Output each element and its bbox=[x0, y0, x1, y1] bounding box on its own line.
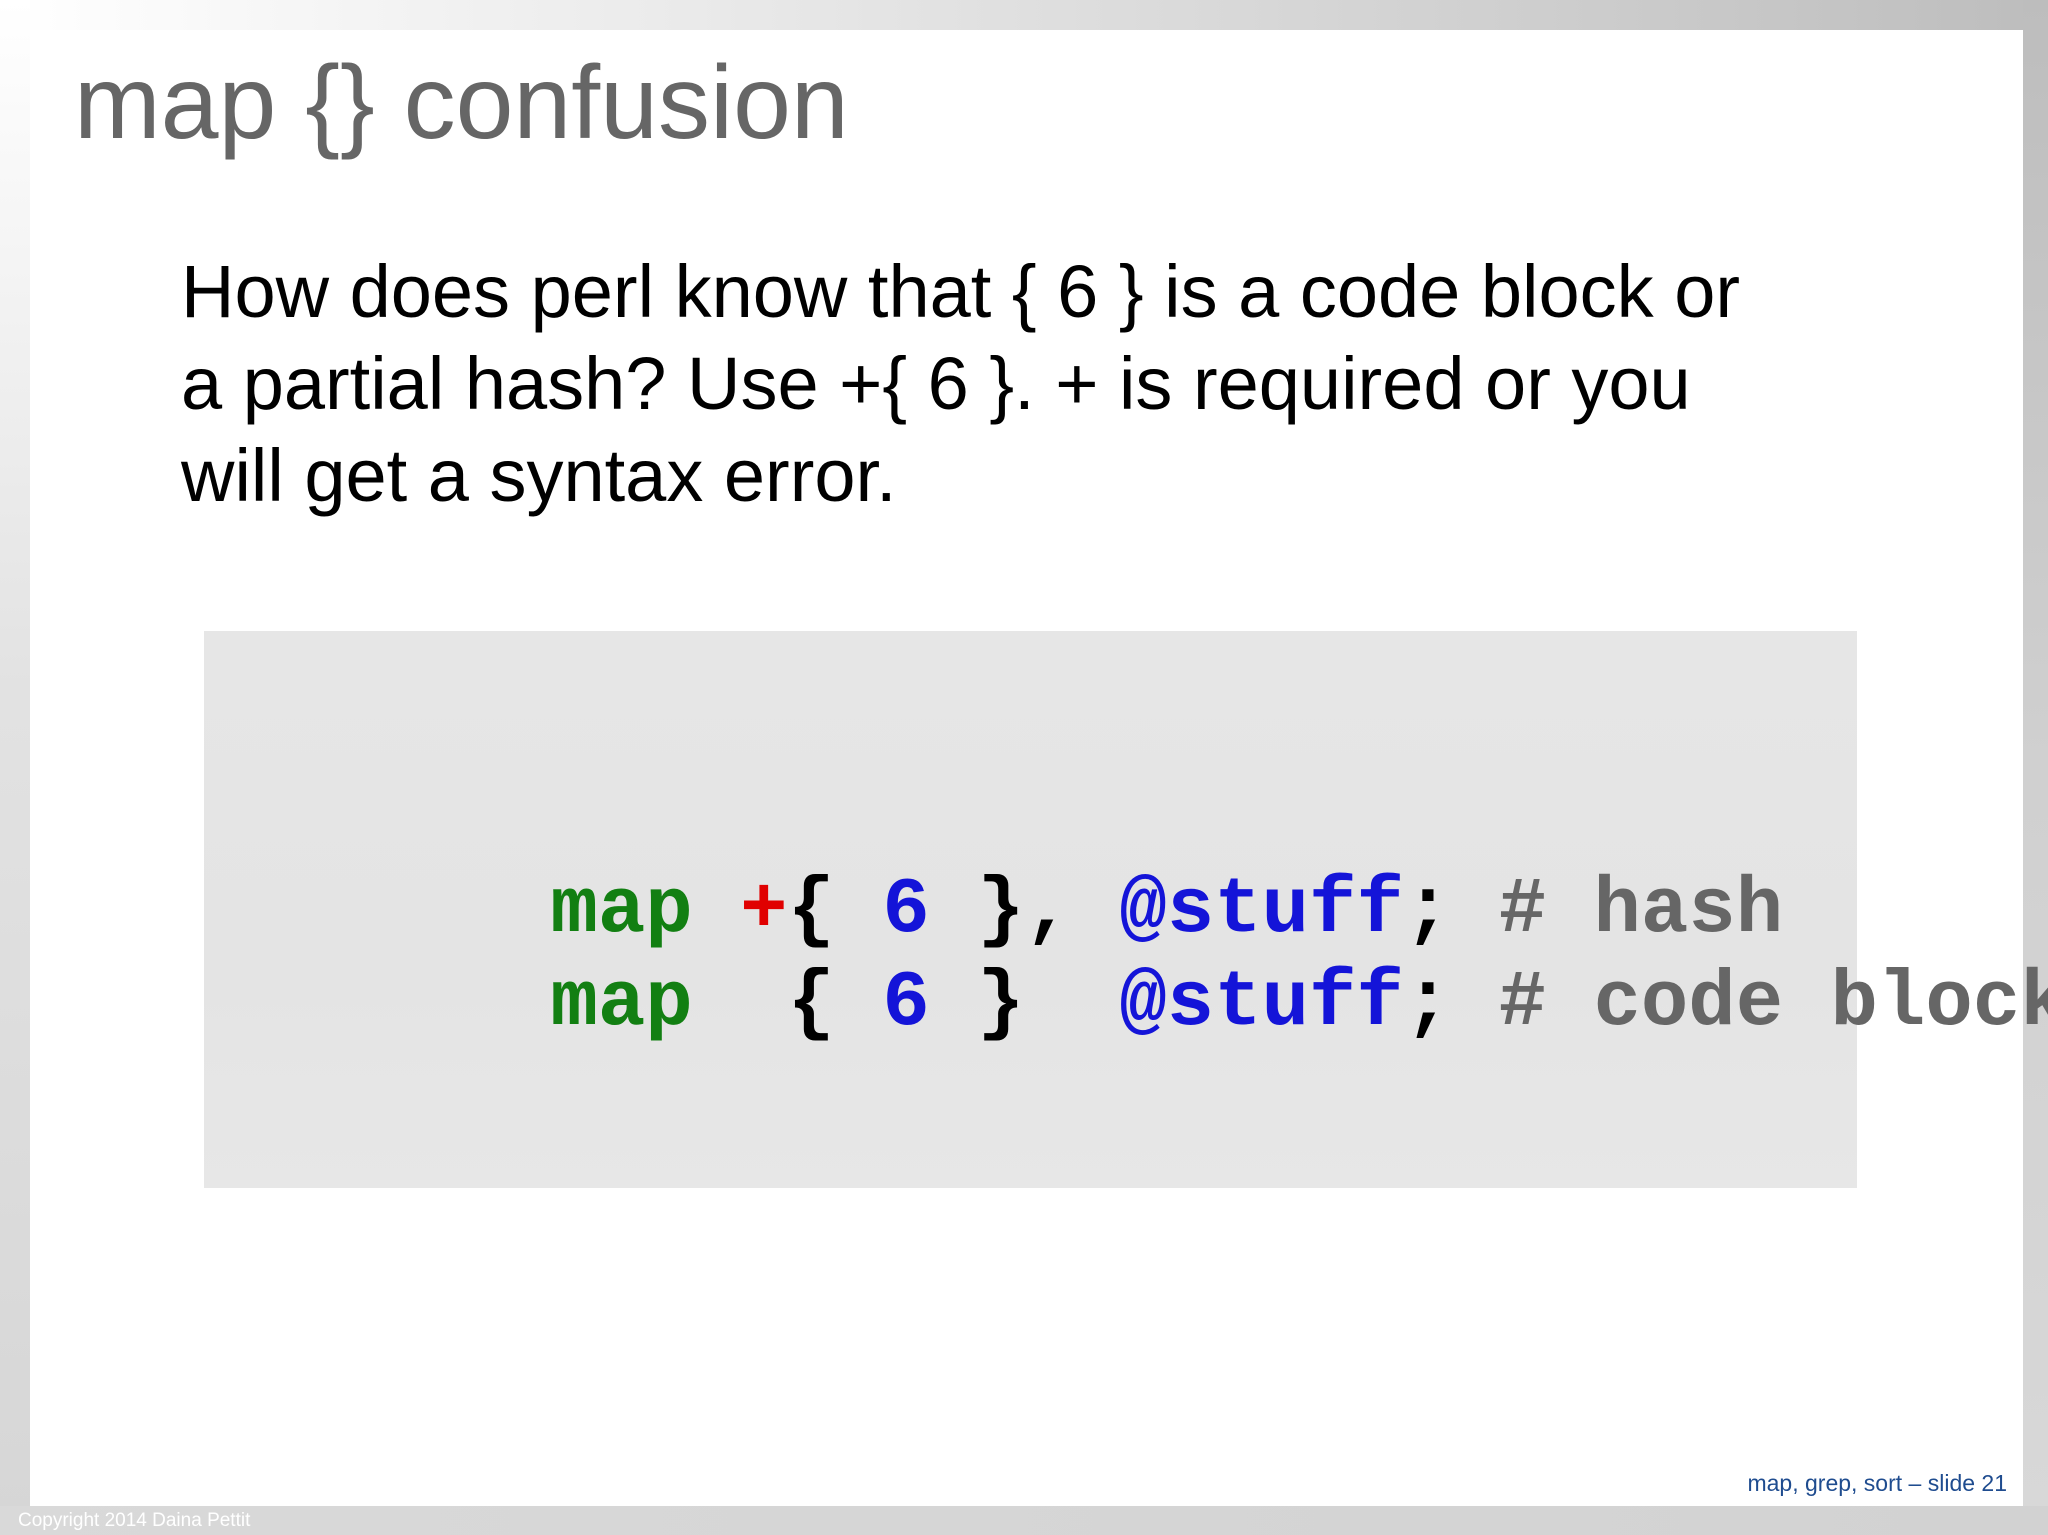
code-token: 6 bbox=[882, 958, 930, 1048]
code-token: @stuff bbox=[1119, 865, 1404, 955]
code-token: @stuff bbox=[1119, 958, 1404, 1048]
code-token: + bbox=[740, 865, 788, 955]
code-block: map +{ 6 }, @stuff; # hash map { 6 } @st… bbox=[204, 631, 2048, 1188]
slide-frame-right bbox=[2023, 0, 2048, 1535]
code-token: 6 bbox=[882, 865, 930, 955]
slide-title: map {} confusion bbox=[74, 45, 849, 161]
code-token: { bbox=[787, 865, 883, 955]
body-line-2: a partial hash? Use +{ 6 }. + is require… bbox=[181, 342, 1691, 425]
slide-frame-top bbox=[0, 0, 2048, 30]
slide-footer: map, grep, sort – slide 21 bbox=[1747, 1470, 2007, 1496]
slide-body-text: How does perl know that { 6 } is a code … bbox=[181, 246, 1981, 522]
slide-frame-bottom bbox=[0, 1506, 2048, 1535]
copyright-notice: Copyright 2014 Daina Pettit bbox=[18, 1510, 251, 1531]
code-token: ; bbox=[1403, 865, 1499, 955]
code-token: ; bbox=[1403, 958, 1499, 1048]
code-token: # hash bbox=[1498, 865, 1784, 955]
slide: map {} confusion How does perl know that… bbox=[30, 30, 2048, 1506]
slide-frame-left bbox=[0, 0, 30, 1535]
body-line-1: How does perl know that { 6 } is a code … bbox=[181, 250, 1740, 333]
code-token: map bbox=[550, 958, 693, 1048]
code-token: } bbox=[929, 958, 1120, 1048]
code-token: }, bbox=[929, 865, 1120, 955]
code-line-hash: map +{ 6 }, @stuff; # hash bbox=[266, 772, 1783, 1048]
code-token: { bbox=[692, 958, 883, 1048]
code-token: # code block bbox=[1498, 958, 2048, 1048]
code-token: map bbox=[550, 865, 693, 955]
body-line-3: will get a syntax error. bbox=[181, 434, 897, 517]
code-line-code-block: map { 6 } @stuff; # code block bbox=[266, 865, 2048, 1141]
